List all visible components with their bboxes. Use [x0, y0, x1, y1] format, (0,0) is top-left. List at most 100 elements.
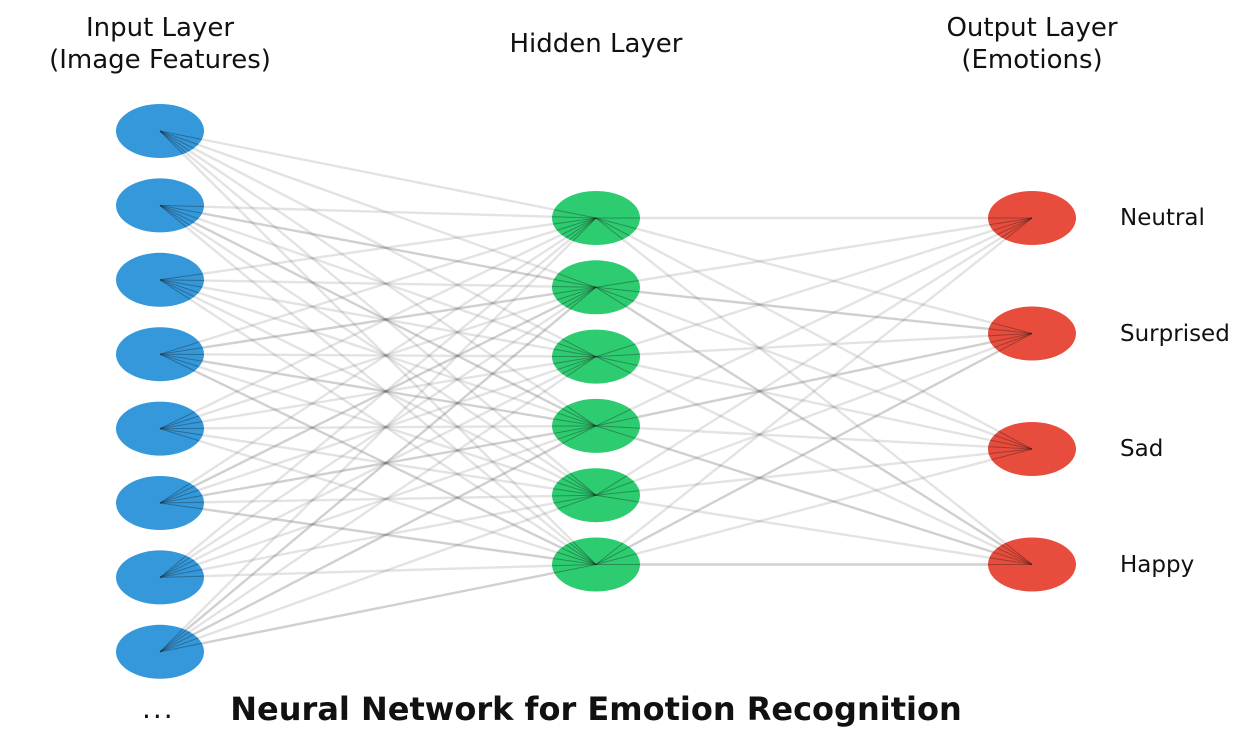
edge-hidden-2-output-3 [595, 286, 1033, 451]
edge-hidden-3-output-2 [595, 332, 1033, 358]
hidden-node-6-spoke-8 [554, 564, 597, 574]
input-node-3-spoke-6 [159, 279, 191, 300]
edge-input-1-hidden-4 [159, 130, 597, 427]
edge-input-4-hidden-6 [159, 353, 597, 566]
output-node-2-spoke-1 [991, 322, 1033, 334]
hidden-node-6-spoke-6 [553, 557, 597, 565]
hidden-node-1-spoke-4 [556, 217, 597, 231]
edge-input-3-hidden-1 [159, 216, 597, 281]
hidden-node-2-spoke-8 [569, 286, 597, 310]
output-node-3-spoke-4 [988, 446, 1033, 450]
hidden-node-6-circle [552, 537, 640, 592]
output-layer-title-line2: (Emotions) [961, 45, 1102, 75]
hidden-node-5-spoke-11 [595, 490, 640, 496]
input-node-7-spoke-3 [159, 559, 195, 578]
edge-input-4-hidden-1 [159, 216, 597, 356]
hidden-node-5-spoke-10 [595, 480, 634, 496]
input-layer-title-line2: (Image Features) [49, 45, 271, 75]
input-node-3-spoke-3 [159, 279, 203, 288]
output-node-1 [988, 191, 1076, 245]
diagram-title: Neural Network for Emotion Recognition [230, 690, 961, 728]
input-node-3 [116, 252, 204, 307]
edge-input-6-hidden-6 [159, 501, 597, 566]
hidden-node-4-spoke-1 [566, 405, 597, 427]
input-node-6 [116, 476, 204, 530]
output-node-3-spoke-6 [991, 448, 1033, 461]
hidden-node-4-spoke-8 [562, 425, 597, 444]
edge-input-5-hidden-2 [159, 286, 597, 430]
input-node-1-spoke-2 [159, 130, 199, 146]
hidden-node-1 [552, 191, 640, 245]
input-node-5-circle [116, 401, 204, 456]
hidden-node-1-spoke-5 [561, 217, 597, 236]
edge-hidden-5-output-1 [595, 216, 1033, 497]
edge-input-6-hidden-2 [159, 286, 597, 505]
hidden-node-2-spoke-6 [561, 286, 597, 305]
edge-hidden-4-output-2 [595, 332, 1033, 428]
input-node-6-spoke-3 [159, 489, 199, 504]
input-node-2-spoke-5 [159, 204, 191, 226]
hidden-node-6-spoke-7 [552, 564, 597, 567]
input-node-2-spoke-4 [159, 204, 195, 224]
input-node-7-spoke-6 [159, 575, 204, 578]
output-node-4-spoke-2 [1001, 544, 1033, 565]
edge-hidden-5-output-2 [595, 332, 1033, 497]
hidden-node-1-spoke-7 [569, 217, 597, 241]
edge-input-1-hidden-1 [159, 129, 597, 220]
input-node-4-spoke-1 [159, 341, 200, 355]
output-node-2-spoke-5 [994, 333, 1033, 348]
hidden-node-2-spoke-10 [595, 286, 640, 293]
edge-input-3-hidden-5 [159, 278, 597, 497]
output-node-2-spoke-3 [988, 333, 1033, 337]
output-node-3-circle [988, 422, 1076, 476]
edge-hidden-6-output-3 [595, 447, 1033, 566]
edge-hidden-4-output-1 [595, 216, 1033, 427]
edge-input-1-hidden-5 [159, 130, 597, 497]
edge-hidden-6-output-1 [595, 217, 1033, 566]
input-node-6-spoke-4 [159, 495, 203, 504]
input-node-4-spoke-6 [159, 353, 195, 372]
hidden-node-6 [552, 537, 640, 592]
hidden-node-6-spoke-3 [565, 544, 597, 565]
edge-input-4-hidden-3 [159, 353, 597, 358]
edge-input-6-hidden-1 [159, 216, 597, 505]
hidden-node-1-circle [552, 191, 640, 245]
input-node-8 [116, 624, 204, 679]
edge-input-1-hidden-3 [159, 129, 597, 358]
neurons [116, 104, 1076, 679]
hidden-node-4-spoke-4 [553, 418, 597, 427]
edge-hidden-1-output-4 [595, 217, 1033, 566]
edge-input-3-hidden-3 [159, 278, 597, 358]
edge-input-5-hidden-5 [159, 427, 597, 497]
edge-hidden-5-output-3 [595, 447, 1033, 497]
hidden-node-4-spoke-6 [553, 425, 597, 434]
edge-hidden-4-output-3 [595, 424, 1033, 451]
hidden-node-3-spoke-5 [553, 356, 597, 365]
output-node-4-circle [988, 537, 1076, 592]
hidden-node-3-spoke-1 [562, 338, 597, 358]
output-node-2-spoke-6 [998, 333, 1033, 352]
output-node-3-spoke-3 [990, 439, 1033, 450]
hidden-node-2-spoke-12 [595, 286, 627, 308]
input-node-7-spoke-2 [159, 557, 191, 578]
edge-hidden-5-output-4 [595, 494, 1033, 566]
input-node-6-spoke-5 [159, 501, 204, 504]
hidden-node-5-spoke-2 [565, 474, 597, 496]
input-node-8-spoke-6 [159, 642, 202, 653]
input-node-3-spoke-1 [159, 273, 203, 281]
hidden-node-5-spoke-5 [553, 488, 597, 496]
input-node-6-spoke-2 [159, 485, 195, 504]
hidden-node-5-circle [552, 468, 640, 523]
hidden-node-5-spoke-6 [552, 494, 597, 497]
input-node-2-circle [116, 178, 204, 233]
hidden-node-4-circle [552, 398, 640, 453]
input-node-3-circle [116, 252, 204, 307]
input-node-1-spoke-6 [159, 130, 184, 155]
input-node-6-circle [116, 476, 204, 530]
edge-input-3-hidden-4 [159, 278, 597, 428]
hidden-node-2-spoke-3 [552, 286, 597, 288]
input-node-8-spoke-1 [159, 628, 184, 653]
input-node-1-spoke-1 [159, 130, 202, 140]
edge-input-7-hidden-3 [159, 355, 597, 579]
